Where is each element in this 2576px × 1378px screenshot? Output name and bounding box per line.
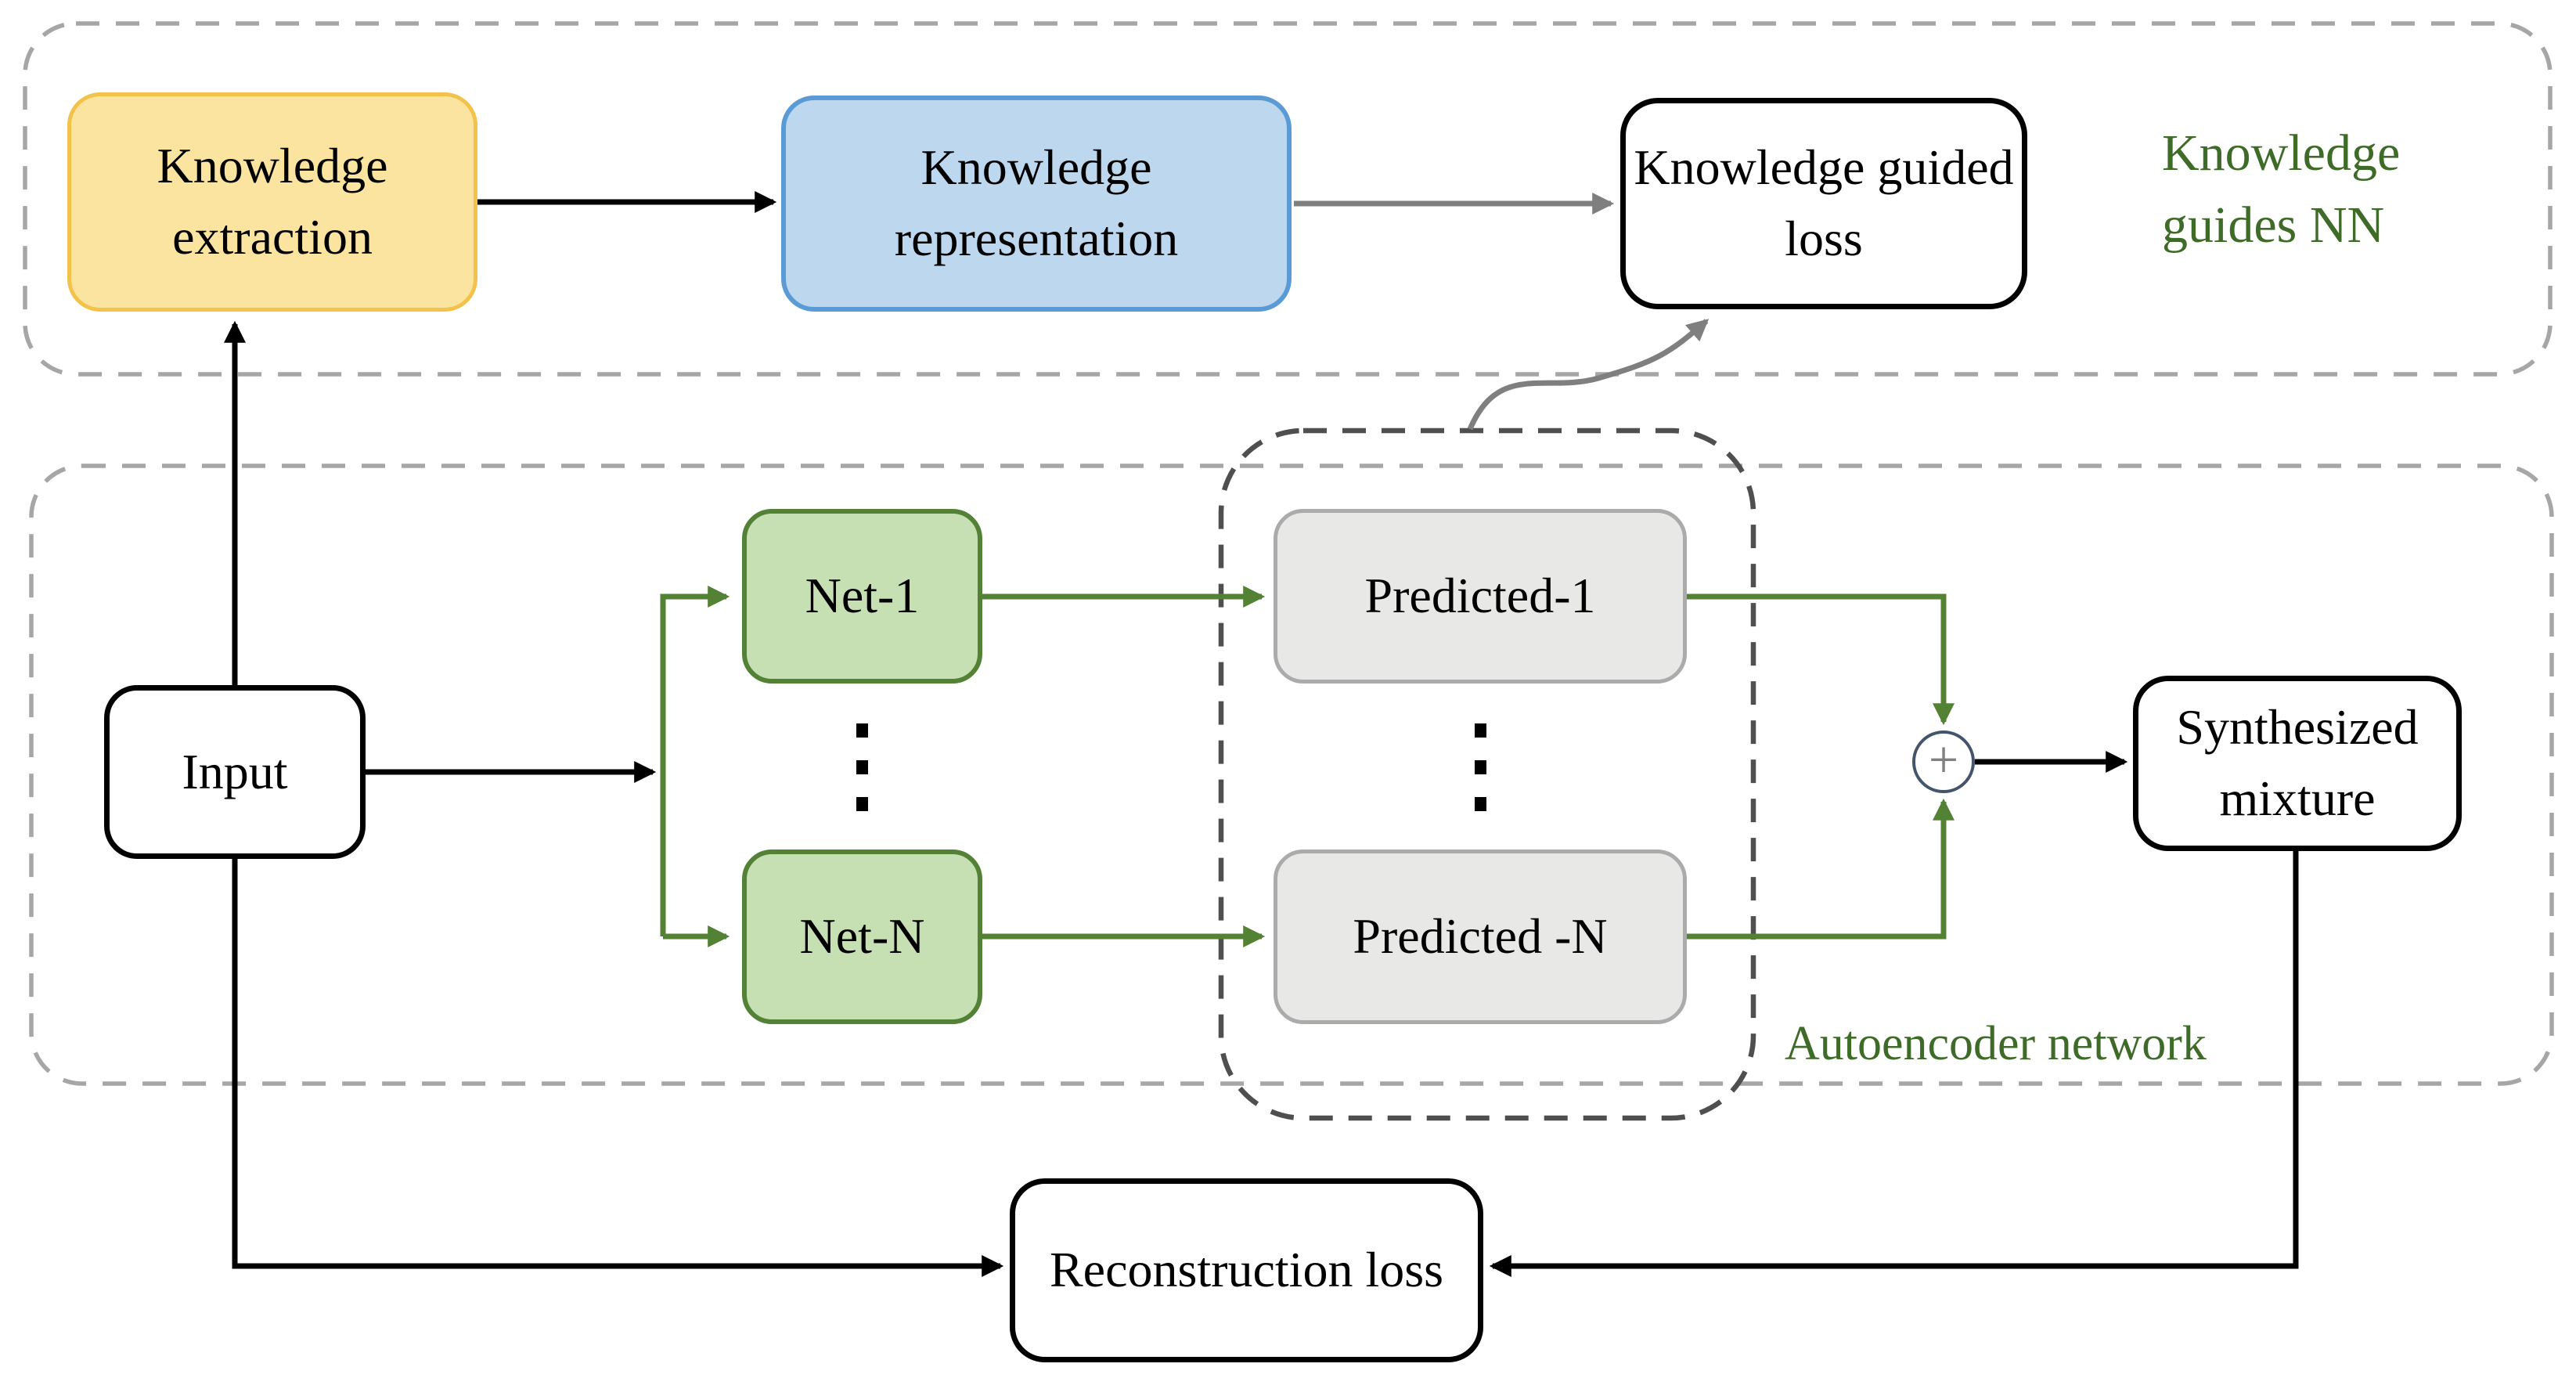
knowledge-representation-label: Knowledge representation	[894, 139, 1179, 266]
knowledge-extraction-label: Knowledge extraction	[157, 138, 388, 265]
ellipsis-dot	[856, 723, 868, 738]
edge-predicted-n-to-sum	[1687, 798, 1955, 940]
predicted-1-box: Predicted-1	[1274, 509, 1687, 684]
nets-vertical-ellipsis	[856, 723, 868, 811]
predicted-1-label: Predicted-1	[1364, 568, 1596, 624]
net-n-box: Net-N	[742, 850, 982, 1024]
net-1-label: Net-1	[805, 568, 920, 624]
synthesized-mixture-label: Synthesized mixture	[2176, 699, 2419, 826]
ellipsis-dot	[1475, 797, 1486, 811]
edge-predicted-group-to-guided-loss	[1467, 319, 1710, 431]
net-1-box: Net-1	[742, 509, 982, 684]
ellipsis-dot	[1475, 723, 1486, 738]
knowledge-extraction-box: Knowledge extraction	[67, 92, 477, 312]
ellipsis-dot	[856, 797, 868, 811]
predicted-n-label: Predicted -N	[1353, 908, 1608, 965]
knowledge-guided-loss-box: Knowledge guided loss	[1620, 98, 2027, 309]
ellipsis-dot	[1475, 760, 1486, 774]
edge-input-to-reconstruction-loss	[232, 859, 1004, 1277]
synthesized-mixture-box: Synthesized mixture	[2133, 676, 2462, 851]
knowledge-guides-nn-region-border	[23, 21, 2553, 377]
plus-sign: +	[1928, 730, 1959, 789]
knowledge-guided-loss-label: Knowledge guided loss	[1634, 139, 2014, 266]
predicted-vertical-ellipsis	[1475, 723, 1486, 811]
net-n-label: Net-N	[799, 908, 925, 965]
edge-predicted-1-to-sum	[1687, 593, 1955, 726]
reconstruction-loss-label: Reconstruction loss	[1049, 1242, 1444, 1298]
input-box: Input	[104, 685, 366, 859]
input-label: Input	[182, 743, 288, 799]
reconstruction-loss-box: Reconstruction loss	[1010, 1178, 1483, 1362]
autoencoder-network-region-border	[29, 464, 2554, 1086]
sum-operator-icon: +	[1912, 730, 1975, 793]
knowledge-guides-nn-region-label: Knowledge guides NN	[2162, 124, 2401, 254]
autoencoder-network-region-label: Autoencoder network	[1785, 1017, 2207, 1070]
predicted-group-border	[1218, 427, 1756, 1121]
ellipsis-dot	[856, 760, 868, 774]
edge-branch-to-net-1	[660, 586, 730, 936]
edge-synthesized-to-reconstruction-loss	[1489, 851, 2299, 1277]
knowledge-representation-box: Knowledge representation	[781, 96, 1292, 312]
predicted-n-box: Predicted -N	[1274, 850, 1687, 1024]
